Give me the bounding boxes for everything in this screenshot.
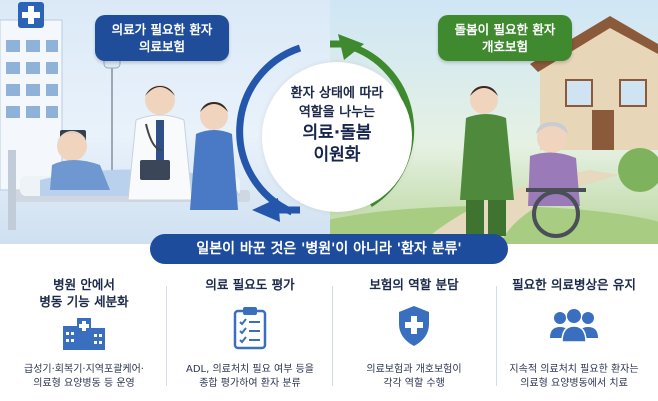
medical-bubble-line-1: 의료가 필요한 환자	[111, 22, 213, 37]
headline-banner: 일본이 바꾼 것은 '병원'이 아니라 '환자 분류'	[150, 234, 508, 264]
column-1-title-line-1: 병원 안에서	[53, 277, 115, 292]
column-4-desc: 지속적 의료처치 필요한 환자는 의료형 요양병동에서 치료	[494, 363, 654, 391]
shield-cross-icon	[399, 306, 429, 346]
column-4-title: 필요한 의료병상은 유지	[512, 277, 636, 292]
column-medical-need-assessment: 의료 필요도 평가 ADL, 의료처치 필요 여부 등을 종합 평가하여 환자 …	[170, 276, 330, 401]
care-bubble: 돌봄이 필요한 환자 개호보험	[438, 15, 572, 61]
column-2-desc-line-2: 종합 평가하여 환자 분류	[199, 378, 301, 389]
summary-section: 병원 안에서 병동 기능 세분화 급성기·회복기·지역포괄케어· 의료형 요양병…	[0, 264, 658, 401]
hospital-building-icon	[63, 318, 105, 350]
column-4-desc-line-1: 지속적 의료처치 필요한 환자는	[509, 364, 639, 375]
column-1-desc-line-1: 급성기·회복기·지역포괄케어·	[24, 364, 144, 375]
column-1-title-line-2: 병동 기능 세분화	[39, 294, 129, 309]
column-2-desc-line-1: ADL, 의료처치 필요 여부 등을	[185, 364, 314, 375]
center-line-3: 의료·돌봄	[302, 123, 372, 143]
column-3-title: 보험의 역할 분담	[369, 277, 459, 292]
care-bubble-line-2: 개호보험	[481, 39, 528, 54]
column-4-desc-line-2: 의료형 요양병동에서 치료	[520, 378, 628, 389]
column-3-desc: 의료보험과 개호보험이 각각 역할 수행	[334, 363, 494, 391]
column-ward-function: 병원 안에서 병동 기능 세분화 급성기·회복기·지역포괄케어· 의료형 요양병…	[4, 276, 164, 401]
center-circle	[262, 62, 412, 212]
column-2-title: 의료 필요도 평가	[205, 277, 295, 292]
column-divider	[496, 286, 497, 386]
column-maintain-beds: 필요한 의료병상은 유지 지속적 의료처치 필요한 환자는 의료형 요양병동에서…	[494, 276, 654, 401]
column-3-desc-line-2: 각각 역할 수행	[383, 378, 445, 389]
illustration-area: 의료가 필요한 환자 의료보험	[0, 0, 658, 244]
medical-bubble: 의료가 필요한 환자 의료보험	[95, 15, 229, 61]
medical-bubble-line-2: 의료보험	[138, 39, 185, 54]
column-divider	[332, 286, 333, 386]
column-1-desc-line-2: 의료형 요양병동 등 운영	[33, 378, 135, 389]
column-insurance-roles: 보험의 역할 분담 의료보험과 개호보험이 각각 역할 수행	[334, 276, 494, 401]
column-3-desc-line-1: 의료보험과 개호보험이	[366, 364, 462, 375]
center-line-4: 이원화	[313, 145, 361, 165]
people-group-icon	[550, 309, 598, 343]
clipboard-checklist-icon	[233, 307, 267, 350]
care-bubble-line-1: 돌봄이 필요한 환자	[454, 22, 556, 37]
column-2-desc: ADL, 의료처치 필요 여부 등을 종합 평가하여 환자 분류	[170, 363, 330, 391]
center-message: 환자 상태에 따라 역할을 나누는 의료·돌봄 이원화	[262, 84, 412, 166]
center-line-2: 역할을 나누는	[298, 105, 376, 120]
column-divider	[166, 286, 167, 386]
column-1-desc: 급성기·회복기·지역포괄케어· 의료형 요양병동 등 운영	[4, 363, 164, 391]
hospital-illustration	[0, 2, 302, 230]
center-line-1: 환자 상태에 따라	[290, 86, 384, 101]
